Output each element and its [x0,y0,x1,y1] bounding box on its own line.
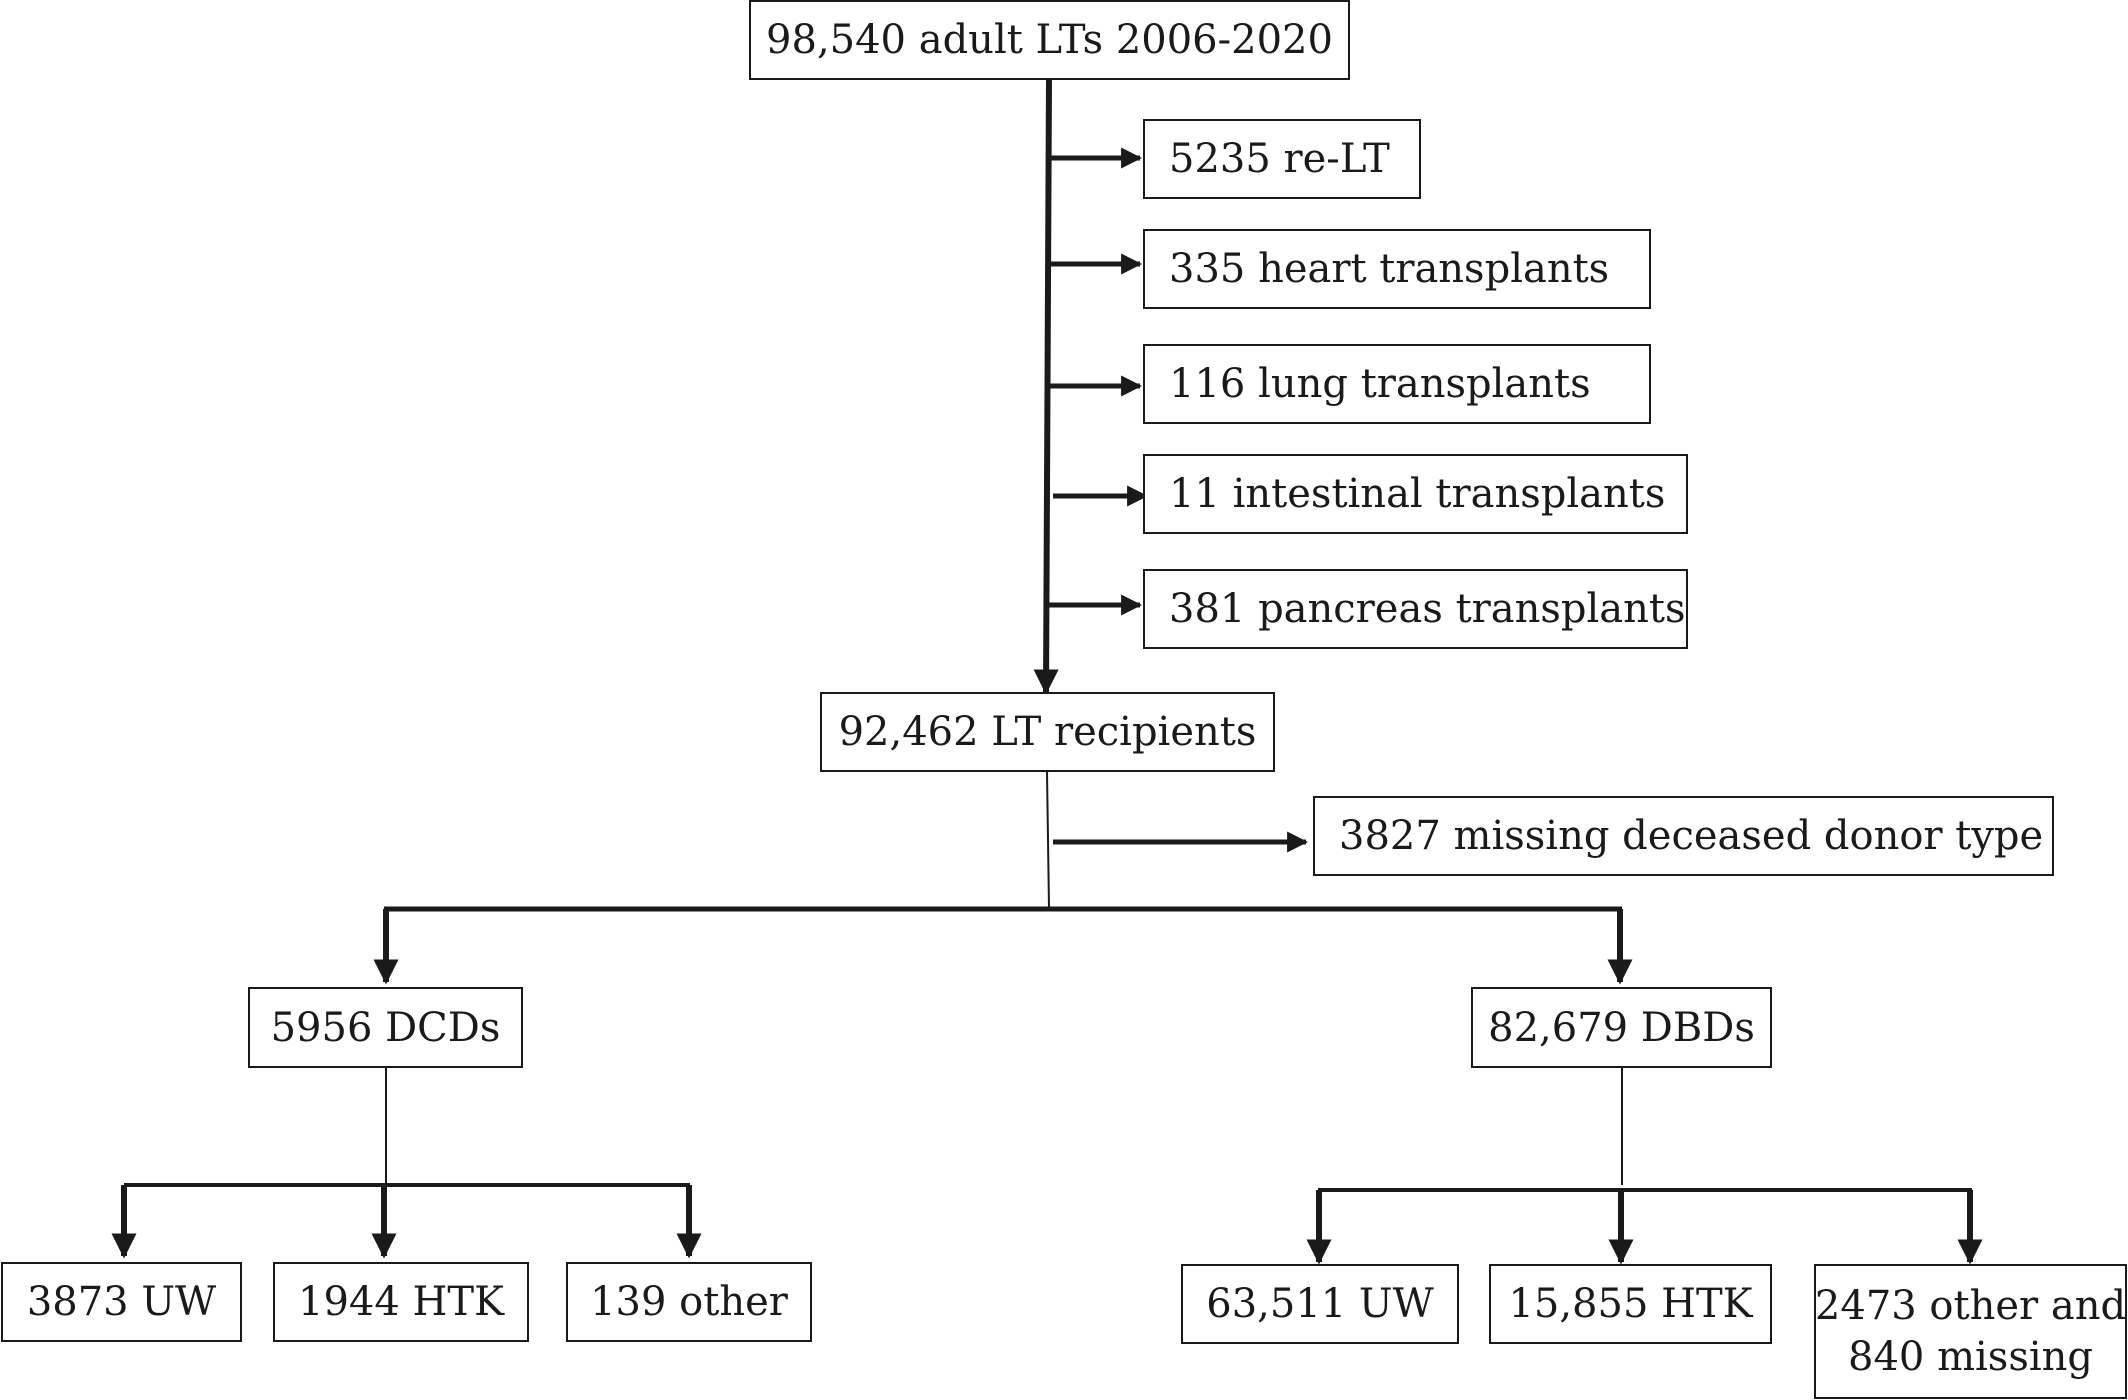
missing-donor-type-box: 3827 missing deceased donor type [1313,796,2054,876]
dcd-htk-label: 1944 HTK [298,1279,504,1325]
dbd-htk-label: 15,855 HTK [1508,1281,1753,1327]
dcd-uw-box: 3873 UW [1,1262,242,1342]
dcd-box: 5956 DCDs [248,987,523,1068]
recipients-box: 92,462 LT recipients [820,692,1275,772]
exclusion-label: 381 pancreas transplants [1169,586,1686,632]
dcd-other-box: 139 other [566,1262,812,1342]
dbd-label: 82,679 DBDs [1488,1004,1755,1051]
exclusion-label: 116 lung transplants [1169,361,1591,407]
exclusion-box-re-lt: 5235 re-LT [1143,119,1421,199]
exclusion-box-pancreas: 381 pancreas transplants [1143,569,1688,649]
exclusion-box-intestinal: 11 intestinal transplants [1143,454,1688,534]
dcd-htk-box: 1944 HTK [273,1262,529,1342]
dbd-other-line-1: 2473 other and [1814,1282,2127,1329]
dbd-other-box: 2473 other and 840 missing [1814,1264,2127,1399]
dbd-uw-box: 63,511 UW [1181,1264,1459,1344]
exclusion-box-lung: 116 lung transplants [1143,344,1651,424]
recipients-label: 92,462 LT recipients [838,709,1257,755]
exclusion-label: 5235 re-LT [1169,136,1390,182]
dbd-box: 82,679 DBDs [1471,987,1772,1068]
dcd-label: 5956 DCDs [270,1004,501,1051]
dbd-htk-box: 15,855 HTK [1489,1264,1772,1344]
dcd-uw-label: 3873 UW [26,1279,217,1325]
total-label: 98,540 adult LTs 2006-2020 [766,17,1333,63]
missing-donor-type-label: 3827 missing deceased donor type [1339,813,2044,859]
exclusion-label: 11 intestinal transplants [1169,471,1666,517]
total-box: 98,540 adult LTs 2006-2020 [749,0,1350,80]
exclusion-box-heart: 335 heart transplants [1143,229,1651,309]
exclusion-label: 335 heart transplants [1169,246,1610,292]
dbd-other-line-2: 840 missing [1848,1333,2093,1380]
dcd-other-label: 139 other [590,1279,788,1325]
dbd-uw-label: 63,511 UW [1206,1281,1434,1327]
